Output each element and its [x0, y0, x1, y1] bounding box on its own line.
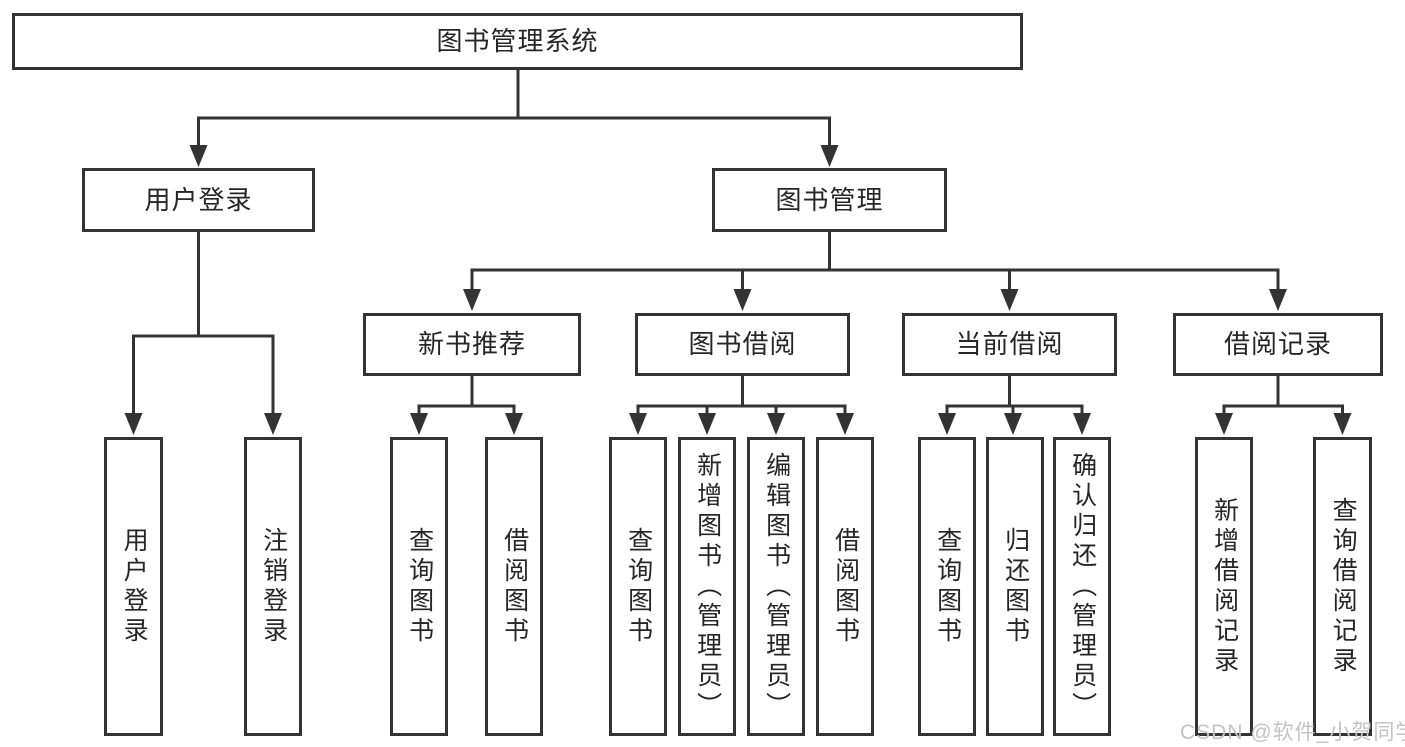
node-book-management: 图书管理 [712, 168, 947, 232]
leaf-borrow-books: 借阅图书 [816, 437, 874, 736]
leaf-add-book-admin: 新增图书（管理员） [678, 437, 736, 736]
leaf-user-login: 用户登录 [104, 437, 163, 736]
leaf-add-borrow-record: 新增借阅记录 [1195, 437, 1253, 736]
node-book-borrowing: 图书借阅 [635, 313, 850, 376]
leaf-edit-book-admin: 编辑图书（管理员） [747, 437, 805, 736]
leaf-borrow-books: 借阅图书 [485, 437, 543, 736]
leaf-query-borrow-record: 查询借阅记录 [1313, 437, 1372, 736]
node-current-borrowing: 当前借阅 [902, 313, 1117, 376]
node-library-management-system: 图书管理系统 [12, 13, 1023, 70]
leaf-confirm-return-admin: 确认归还（管理员） [1053, 437, 1111, 736]
node-borrowing-records: 借阅记录 [1173, 313, 1383, 376]
leaf-query-books: 查询图书 [390, 437, 448, 736]
leaf-query-books: 查询图书 [609, 437, 667, 736]
node-user-login: 用户登录 [82, 168, 315, 232]
node-new-book-recommendation: 新书推荐 [363, 313, 581, 376]
leaf-query-books: 查询图书 [918, 437, 976, 736]
watermark: CSDN @软件_小贺同学 [1180, 721, 1405, 744]
leaf-return-books: 归还图书 [986, 437, 1044, 736]
leaf-logout: 注销登录 [244, 437, 302, 736]
